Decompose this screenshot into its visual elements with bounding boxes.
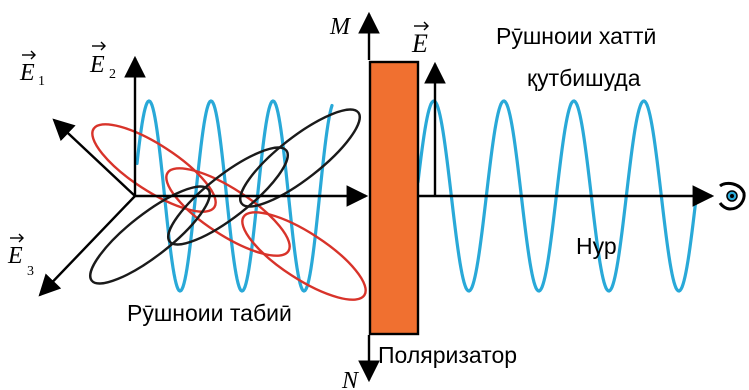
m-label: M <box>329 14 352 40</box>
polarized-light-label-line2: қутбишуда <box>527 65 641 91</box>
e3-label: E 3 <box>7 234 34 279</box>
svg-text:E: E <box>19 60 35 86</box>
svg-text:2: 2 <box>109 67 116 82</box>
polarized-light-label-line1: Рӯшноии хаттӣ <box>496 23 656 49</box>
n-label: N <box>341 368 360 390</box>
polarizer-plate <box>370 62 418 334</box>
polarizer-label: Поляризатор <box>378 342 517 368</box>
e-polarized-label: E <box>411 22 428 58</box>
e1-label: E 1 <box>19 51 45 89</box>
eye-icon <box>720 183 744 209</box>
natural-light-label: Рӯшноии табиӣ <box>127 300 292 326</box>
svg-text:1: 1 <box>38 74 45 89</box>
svg-text:3: 3 <box>27 264 34 279</box>
svg-text:E: E <box>7 243 23 269</box>
svg-text:E: E <box>411 29 428 58</box>
e1-vector <box>54 120 135 196</box>
svg-text:E: E <box>89 52 105 78</box>
e2-label: E 2 <box>89 42 116 82</box>
e3-vector <box>40 196 135 295</box>
ray-label: Нур <box>576 233 617 259</box>
